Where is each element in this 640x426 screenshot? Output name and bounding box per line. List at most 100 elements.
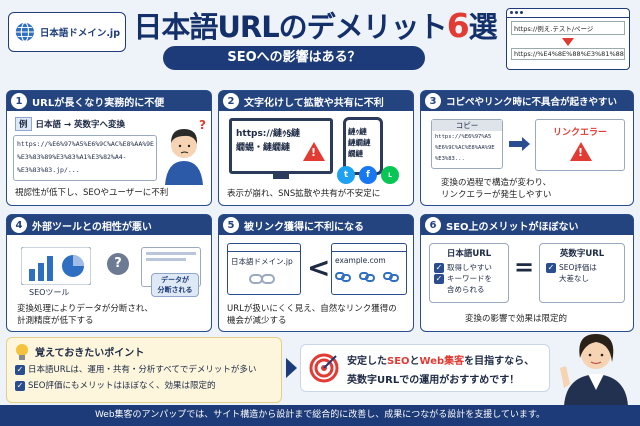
- card-caption: 表示が崩れ、SNS拡散や共有が不安定に: [227, 189, 381, 199]
- caption-line: リンクエラーが発生しやすい: [441, 190, 552, 200]
- url-example-bottom: https://%E4%8E%88%E3%81%88...: [511, 48, 625, 60]
- encoded-line: %E3%83%89%E3%83%A1%E3%82%A4-: [17, 153, 127, 161]
- target-icon: [309, 353, 339, 383]
- encoded-url-box: https://%E6%97%A5%E6%9C%AC%E8%AA%9E %E3%…: [13, 135, 157, 181]
- card-caption: 変換の過程で構造が変わり、 リンクエラーが発生しやすい: [441, 177, 551, 201]
- card-header: 4 外部ツールとの相性が悪い: [7, 215, 211, 235]
- confused-person-illustration: ?: [165, 118, 206, 185]
- card-title: コピペやリンク時に不具合が起きやすい: [446, 97, 618, 108]
- right-arrow-icon: [509, 141, 523, 147]
- cta-line-1: 安定したSEOとWeb集客を目指すなら、: [347, 352, 534, 367]
- businesswoman-illustration: [560, 334, 628, 406]
- question-icon: ?: [107, 253, 129, 275]
- copy-label: コピー: [432, 120, 502, 131]
- svg-text:?: ?: [199, 118, 206, 132]
- point-item: ✓日本語URLは、運用・共有・分析すべてでデメリットが多い: [15, 362, 256, 378]
- title-suffix: 選: [468, 10, 498, 44]
- card-caption: URLが扱いにくく見え、自然なリンク獲得の 機会が減少する: [227, 303, 397, 327]
- link-icons-group: [335, 272, 399, 282]
- point-text: 日本語URLは、運用・共有・分析すべてでデメリットが多い: [28, 365, 257, 375]
- lightbulb-icon: [16, 344, 28, 360]
- card-header: 5 被リンク獲得に不利になる: [219, 215, 413, 235]
- panel-item: SEO評価は: [559, 263, 597, 272]
- card-number: 6: [425, 217, 441, 233]
- check-icon: ✓: [15, 364, 25, 375]
- card-title: SEO上のメリットがほぼない: [446, 221, 579, 233]
- copy-clipboard: コピー https://%E6%97%A5 %E6%9C%AC%E8%AA%9E…: [431, 119, 503, 169]
- title-main: 日本語URLのデメリット: [133, 10, 447, 44]
- card-caption: 変換処理によりデータが分断され、 計測精度が低下する: [17, 303, 153, 327]
- card-header: 3 コピペやリンク時に不具合が起きやすい: [421, 91, 633, 111]
- card-number: 5: [223, 217, 239, 233]
- subtitle-banner: SEOへの影響はある？: [163, 46, 425, 70]
- panel-item: 取得しやすい: [447, 263, 492, 272]
- warning-icon: !: [570, 142, 592, 161]
- tool-label: SEOツール: [29, 288, 70, 297]
- title-number: 6: [446, 6, 470, 45]
- caption-line: 機会が減少する: [227, 316, 287, 326]
- caption-line: URLが扱いにくく見え、自然なリンク獲得の: [227, 304, 397, 314]
- example-tag: 例: [15, 117, 32, 131]
- data-split-badge: データが 分断される: [151, 273, 199, 297]
- card-title: 被リンク獲得に不利になる: [244, 221, 364, 233]
- card-number: 4: [11, 217, 27, 233]
- url-example-top: https://例え.テスト/ページ: [511, 21, 625, 35]
- example-row: 例 日本語 → 英数字へ変換: [15, 117, 125, 131]
- card-number: 2: [223, 93, 239, 109]
- point-item: ✓SEO評価にもメリットはほぼなく、効果は限定的: [15, 378, 256, 394]
- card-header: 1 URLが長くなり実務的に不便: [7, 91, 211, 111]
- link-error-box: リンクエラー !: [535, 119, 625, 171]
- card-title: URLが長くなり実務的に不便: [32, 97, 165, 109]
- less-than-symbol: <: [307, 251, 331, 284]
- cta-text: を目指すなら、: [464, 356, 535, 367]
- encoded-line: %E3%83%83.jp/...: [17, 166, 80, 174]
- card-title: 外部ツールとの相性が悪い: [32, 221, 152, 233]
- equals-symbol: =: [514, 253, 535, 281]
- cta-text: 安定した: [347, 356, 387, 367]
- jp-url-text: 日本語ドメイン.jp: [231, 257, 293, 266]
- en-url-text: example.com: [335, 256, 386, 265]
- check-icon: ✓: [434, 263, 444, 273]
- card-external-tools: 4 外部ツールとの相性が悪い SEOツール ? データが 分断される 変換処理によ…: [6, 214, 212, 332]
- monitor-stand: [273, 174, 289, 179]
- card-backlinks: 5 被リンク獲得に不利になる 日本語ドメイン.jp < example.com U…: [218, 214, 414, 332]
- card-long-url: 1 URLが長くなり実務的に不便 例 日本語 → 英数字へ変換 https://%…: [6, 90, 212, 206]
- copy-line: %E3%83...: [435, 156, 465, 162]
- en-url-browser: example.com: [331, 243, 407, 295]
- panel-item: キーワードを: [447, 274, 492, 283]
- logo-text: 日本語ドメイン.jp: [39, 28, 120, 39]
- cta-highlight: Web集客: [419, 356, 465, 367]
- warning-icon: !: [303, 142, 325, 161]
- right-arrow-head: [522, 137, 530, 151]
- jp-url-panel: 日本語URL ✓取得しやすい ✓キーワードを 含められる: [429, 243, 509, 303]
- garbled-url-line: 繝蜴・縺繝縺: [236, 143, 291, 153]
- en-url-panel: 英数字URL ✓SEO評価は 大差なし: [539, 243, 625, 303]
- logo-domain-card: 日本語ドメイン.jp: [8, 12, 126, 52]
- check-icon: ✓: [15, 380, 25, 391]
- badge-line: 分断される: [157, 286, 193, 294]
- down-arrow-icon: [562, 38, 574, 46]
- card-number: 3: [425, 93, 441, 109]
- panel-item: 含められる: [447, 285, 485, 294]
- error-label: リンクエラー: [552, 128, 607, 138]
- card-title: 文字化けして拡散や共有に不利: [244, 97, 384, 109]
- check-icon: ✓: [546, 263, 556, 273]
- chevron-right-icon: [286, 358, 297, 378]
- cta-line-2: 英数字URLでの運用がおすすめです！: [347, 375, 520, 386]
- url-conversion-browser: https://例え.テスト/ページ https://%E4%8E%88%E3%…: [506, 8, 630, 70]
- check-icon: ✓: [434, 274, 444, 284]
- card-number: 1: [11, 93, 27, 109]
- panel-head: 英数字URL: [559, 249, 605, 259]
- card-caption: 視認性が低下し、SEOやユーザーに不利: [15, 188, 169, 198]
- jp-url-browser: 日本語ドメイン.jp: [227, 243, 301, 295]
- twitter-icon: t: [337, 166, 355, 184]
- cta-highlight: SEO: [387, 356, 410, 367]
- point-text: SEO評価にもメリットはほぼなく、効果は限定的: [28, 381, 216, 391]
- copy-line: https://%E6%97%A5: [435, 134, 492, 140]
- globe-icon: [15, 22, 35, 42]
- page-title: 日本語URLのデメリット6選: [130, 4, 500, 46]
- example-text: 日本語 → 英数字へ変換: [35, 120, 126, 130]
- encoded-line: https://%E6%97%A5%E6%9C%AC%E8%AA%9E: [17, 140, 154, 148]
- card-copy-paste: 3 コピペやリンク時に不具合が起きやすい コピー https://%E6%97%A…: [420, 90, 634, 206]
- garbled-phone-line: 縺繝縺: [348, 138, 371, 147]
